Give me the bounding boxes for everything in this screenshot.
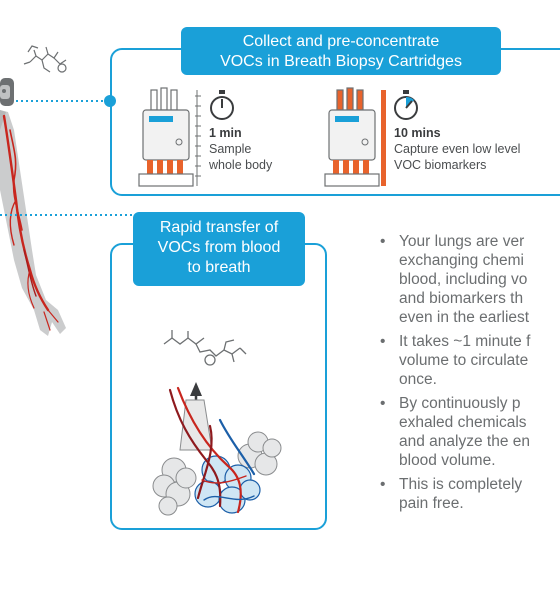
cartridge-icon-long	[324, 87, 386, 187]
alveoli-illustration	[152, 330, 282, 516]
sample-long-line1: Capture even low level	[394, 142, 521, 156]
bullet-line: pain free.	[399, 495, 464, 512]
bullet-line: volume to circulate	[399, 352, 529, 369]
bullet-line: once.	[399, 371, 437, 388]
transfer-title-line1: Rapid transfer of	[159, 219, 279, 236]
bullet-marker: •	[380, 395, 386, 412]
sample-long-label: 10 mins Capture even low level VOC bioma…	[394, 125, 520, 173]
collect-title: Collect and pre-concentrate VOCs in Brea…	[181, 27, 501, 75]
list-item: • It takes ~1 minute f volume to circula…	[380, 332, 560, 389]
bullet-marker: •	[380, 233, 386, 250]
collect-title-line2: VOCs in Breath Biopsy Cartridges	[220, 53, 462, 70]
info-bullet-list: • Your lungs are ver exchanging chemi bl…	[380, 232, 560, 518]
connector-dot	[104, 95, 116, 107]
bullet-line: This is completely	[399, 476, 523, 493]
bullet-line: blood volume.	[399, 452, 496, 469]
sample-long-time: 10 mins	[394, 126, 441, 140]
sample-short-label: 1 min Sample whole body	[209, 125, 272, 173]
bullet-line: Your lungs are ver	[399, 233, 525, 250]
bullet-marker: •	[380, 476, 386, 493]
stopwatch-icon-1min	[210, 90, 234, 120]
bullet-line: exchanging chemi	[399, 252, 524, 269]
list-item: • By continuously p exhaled chemicals an…	[380, 394, 560, 470]
sample-short-line1: Sample	[209, 142, 252, 156]
stopwatch-icon-10min	[394, 90, 418, 120]
sample-short-line2: whole body	[209, 158, 273, 172]
bullet-marker: •	[380, 333, 386, 350]
transfer-title: Rapid transfer of VOCs from blood to bre…	[133, 212, 305, 286]
bullet-line: and analyze the en	[399, 433, 530, 450]
blood-vessels	[2, 114, 59, 331]
bullet-line: even in the earliest	[399, 309, 530, 326]
collect-title-line1: Collect and pre-concentrate	[242, 33, 440, 50]
list-item: • Your lungs are ver exchanging chemi bl…	[380, 232, 560, 327]
molecule-icon-top	[23, 45, 67, 73]
molecule-icon-alveoli	[163, 330, 247, 366]
bullet-line: blood, including vo	[399, 271, 528, 288]
sample-long-line2: VOC biomarkers	[394, 158, 487, 172]
bullet-line: By continuously p	[399, 395, 521, 412]
bullet-line: It takes ~1 minute f	[399, 333, 531, 350]
bullet-line: and biomarkers th	[399, 290, 524, 307]
transfer-title-line2: VOCs from blood	[157, 239, 281, 256]
head-with-mask-icon	[0, 78, 14, 106]
sample-short-time: 1 min	[209, 126, 242, 140]
transfer-title-line3: to breath	[187, 259, 251, 276]
cartridge-icon-short	[138, 87, 201, 187]
bullet-line: exhaled chemicals	[399, 414, 527, 431]
human-figure	[0, 78, 66, 336]
list-item: • This is completely pain free.	[380, 475, 560, 513]
body-silhouette	[0, 110, 66, 336]
